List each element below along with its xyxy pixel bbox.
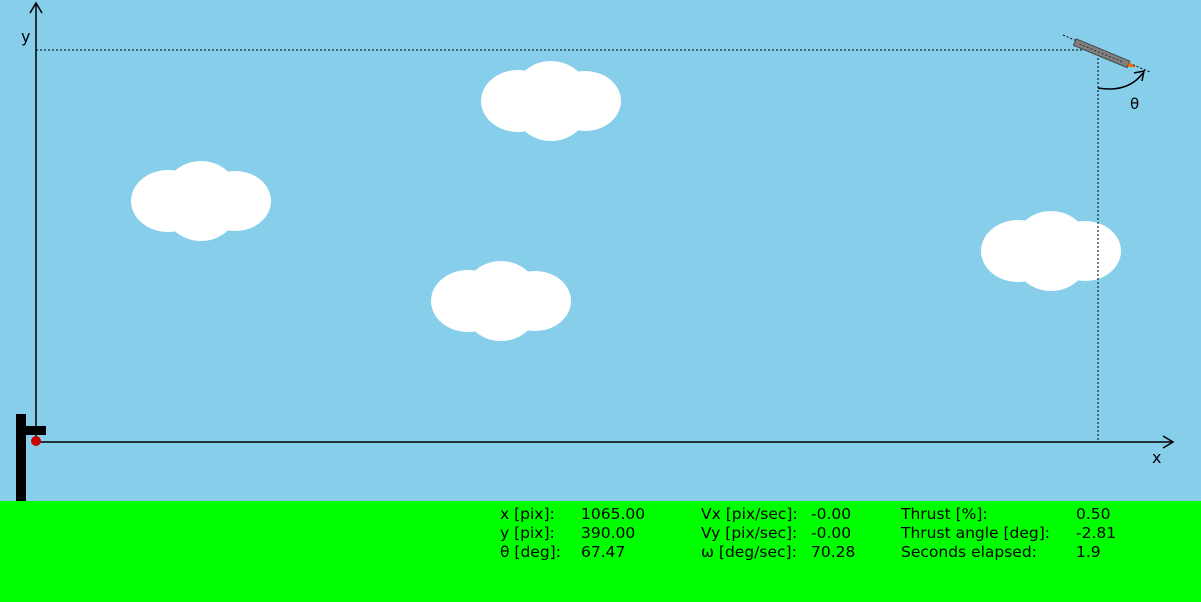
thrust-angle-value: -2.81 xyxy=(1076,524,1117,542)
origin-marker xyxy=(31,436,41,446)
thrust-angle-label: Thrust angle [deg]: xyxy=(901,524,1051,542)
launch-pole xyxy=(16,414,26,504)
theta-label: θ xyxy=(1130,95,1139,113)
vy-label: Vy [pix/sec]: xyxy=(701,524,798,542)
y-axis xyxy=(29,1,43,443)
launch-arm xyxy=(16,426,46,435)
elapsed-label: Seconds elapsed: xyxy=(901,543,1037,561)
elapsed-value: 1.9 xyxy=(1076,543,1101,561)
cloud xyxy=(431,261,571,341)
omega-value: 70.28 xyxy=(811,543,856,561)
theta-readout-label: θ [deg]: xyxy=(500,543,561,561)
cloud xyxy=(481,61,621,141)
x-axis-label: x xyxy=(1152,448,1161,467)
vx-label: Vx [pix/sec]: xyxy=(701,505,798,523)
rocket xyxy=(1072,38,1136,69)
theta-arc xyxy=(1097,72,1144,90)
cloud xyxy=(131,161,271,241)
y-pos-value: 390.00 xyxy=(581,524,636,542)
omega-label: ω [deg/sec]: xyxy=(701,543,797,561)
telemetry-panel: x [pix]: 1065.00 y [pix]: 390.00 θ [deg]… xyxy=(0,505,1201,565)
y-axis-label: y xyxy=(21,27,30,46)
x-axis xyxy=(36,435,1175,449)
x-pos-value: 1065.00 xyxy=(581,505,646,523)
thrust-value: 0.50 xyxy=(1076,505,1111,523)
ground xyxy=(0,501,1201,602)
vx-value: -0.00 xyxy=(811,505,852,523)
thrust-flame xyxy=(1127,62,1136,68)
theta-readout-value: 67.47 xyxy=(581,543,626,561)
thrust-label: Thrust [%]: xyxy=(901,505,988,523)
y-pos-label: y [pix]: xyxy=(500,524,555,542)
x-pos-label: x [pix]: xyxy=(500,505,555,523)
cloud xyxy=(981,211,1121,291)
vy-value: -0.00 xyxy=(811,524,852,542)
theta-arrowhead xyxy=(1133,70,1145,82)
